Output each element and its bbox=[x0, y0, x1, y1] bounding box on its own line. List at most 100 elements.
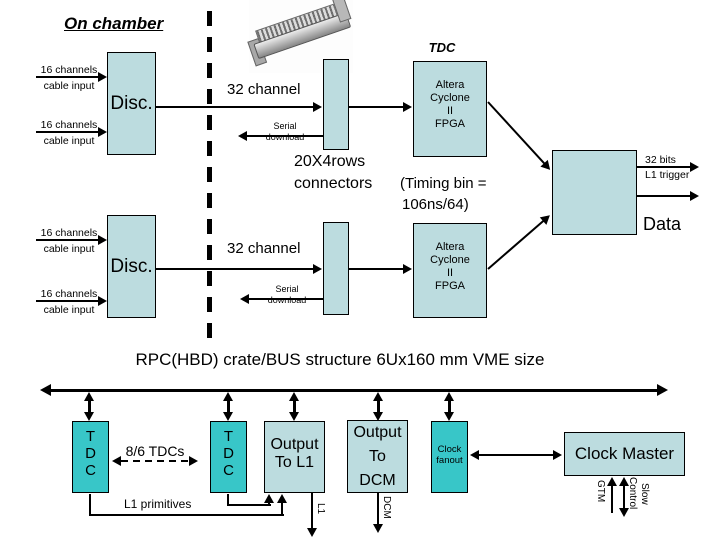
disc-to-connector-arrow-1 bbox=[156, 106, 316, 108]
serial-download-label-2-line2: download bbox=[267, 295, 307, 305]
fpga-2-line3: II bbox=[446, 267, 454, 279]
serial-download-arrow-2 bbox=[248, 298, 323, 300]
cable-input-arrow-2 bbox=[36, 131, 100, 133]
serial-download-arrowhead-2 bbox=[240, 294, 249, 304]
cable-input-arrowhead-4 bbox=[98, 296, 107, 306]
tdc2-primitives-line-v bbox=[227, 494, 229, 506]
cable-input-label-1-line2: cable input bbox=[43, 80, 95, 92]
clock-fanout-box: Clock fanout bbox=[431, 421, 468, 493]
disc-to-connector-arrowhead-2 bbox=[313, 264, 322, 274]
l1-output-line bbox=[311, 493, 313, 529]
serial-download-label-1-line2: download bbox=[265, 132, 305, 142]
data-out-arrow bbox=[637, 195, 691, 197]
bus-drop-output-dcm-down bbox=[373, 412, 383, 421]
fpga-2-line2: Cyclone bbox=[430, 254, 470, 266]
fanout-master-arrowhead-right bbox=[553, 450, 562, 460]
gtm-arrowhead bbox=[607, 477, 617, 486]
dcm-output-arrowhead bbox=[373, 524, 383, 533]
cable-input-label-3-line2: cable input bbox=[43, 243, 95, 255]
tdc-count-dashed-arrow bbox=[121, 460, 189, 462]
discriminator-box-2: Disc. bbox=[107, 215, 156, 318]
bus-drop-tdc2 bbox=[227, 397, 230, 414]
dcm-output-tag: DCM bbox=[381, 496, 392, 519]
dcm-output-line bbox=[377, 493, 379, 525]
bus-drop-output-l1 bbox=[293, 397, 296, 414]
tdc1-primitives-line-h bbox=[89, 514, 284, 516]
cable-input-label-4-line1: 16 channels bbox=[40, 288, 98, 300]
bus-drop-clock-fanout-up bbox=[444, 392, 454, 401]
tdc1-letter-t: T bbox=[85, 428, 96, 445]
on-chamber-title: On chamber bbox=[64, 14, 164, 33]
fanout-master-arrowhead-left bbox=[470, 450, 479, 460]
timing-note-line1: (Timing bin = bbox=[400, 175, 487, 192]
bus-drop-tdc2-down bbox=[223, 412, 233, 421]
tdc-count-label: 8/6 TDCs bbox=[125, 443, 185, 459]
trigger-out-arrowhead bbox=[690, 162, 699, 172]
bus-drop-output-l1-down bbox=[289, 412, 299, 421]
connector-to-fpga-arrowhead-1 bbox=[403, 102, 412, 112]
tdc-count-arrowhead-left bbox=[112, 456, 121, 466]
connector-box-1 bbox=[323, 59, 349, 150]
fpga2-to-merge-arrow bbox=[487, 219, 545, 270]
tdc2-letter-c: C bbox=[223, 462, 234, 479]
output-to-dcm-box: Output To DCM bbox=[347, 420, 408, 493]
l1-output-tag: L1 bbox=[315, 503, 326, 515]
cable-input-label-2-line1: 16 channels bbox=[40, 119, 98, 131]
cable-input-arrow-1 bbox=[36, 76, 100, 78]
clock-master-label: Clock Master bbox=[574, 444, 675, 463]
data-out-label: Data bbox=[643, 214, 682, 234]
output-dcm-line3: DCM bbox=[359, 472, 396, 489]
merge-box bbox=[552, 150, 637, 235]
tdc-card-box-1: T D C bbox=[72, 421, 109, 493]
channel-count-label-1: 32 channel bbox=[227, 81, 301, 98]
fanout-master-arrow bbox=[477, 454, 555, 456]
cable-input-arrowhead-2 bbox=[98, 127, 107, 137]
connector-to-fpga-arrowhead-2 bbox=[403, 264, 412, 274]
connector-to-fpga-arrow-1 bbox=[349, 106, 406, 108]
tdc2-primitives-arrowhead bbox=[264, 494, 274, 503]
trigger-out-label-line1: 32 bits bbox=[645, 154, 676, 166]
tdc1-letter-d: D bbox=[85, 445, 96, 462]
serial-download-arrowhead-1 bbox=[238, 131, 247, 141]
bus-drop-output-dcm-up bbox=[373, 392, 383, 401]
slow-control-arrowhead-up bbox=[619, 477, 629, 486]
tdc2-letter-t: T bbox=[223, 428, 234, 445]
tdc-title: TDC bbox=[428, 40, 456, 55]
discriminator-box-1: Disc. bbox=[107, 52, 156, 155]
clock-fanout-line1: Clock bbox=[437, 444, 462, 455]
bus-drop-output-l1-up bbox=[289, 392, 299, 401]
connector-note-line2: connectors bbox=[294, 175, 373, 192]
serial-download-arrow-1 bbox=[246, 135, 323, 137]
connector-box-2 bbox=[323, 222, 349, 315]
chamber-divider-dashed-line bbox=[207, 11, 212, 348]
fpga-box-1: Altera Cyclone II FPGA bbox=[413, 61, 487, 157]
bus-drop-tdc1-up bbox=[84, 392, 94, 401]
channel-count-label-2: 32 channel bbox=[227, 240, 301, 257]
fpga-1-line3: II bbox=[446, 105, 454, 117]
bus-drop-output-dcm bbox=[377, 397, 380, 414]
discriminator-label-2: Disc. bbox=[110, 256, 153, 277]
cable-input-arrowhead-1 bbox=[98, 72, 107, 82]
fpga-1-line2: Cyclone bbox=[430, 92, 470, 104]
tdc2-primitives-riser bbox=[268, 502, 270, 505]
data-out-arrowhead bbox=[690, 191, 699, 201]
tdc1-primitives-arrowhead bbox=[277, 494, 287, 503]
bus-left-arrowhead bbox=[40, 384, 51, 396]
cable-input-label-2-line2: cable input bbox=[43, 135, 95, 147]
fpga-box-2: Altera Cyclone II FPGA bbox=[413, 223, 487, 318]
l1-output-arrowhead bbox=[307, 528, 317, 537]
discriminator-label-1: Disc. bbox=[110, 93, 153, 114]
bus-drop-tdc1-down bbox=[84, 412, 94, 421]
disc-to-connector-arrowhead-1 bbox=[313, 102, 322, 112]
connector-note-line1: 20X4rows bbox=[294, 153, 366, 170]
output-dcm-line2: To bbox=[369, 448, 386, 465]
gtm-tag: GTM bbox=[595, 480, 606, 503]
vme-bus-line bbox=[48, 389, 660, 392]
disc-to-connector-arrow-2 bbox=[156, 268, 316, 270]
trigger-out-arrow bbox=[637, 166, 691, 168]
output-l1-line2: To L1 bbox=[274, 454, 315, 471]
fpga-2-line4: FPGA bbox=[435, 280, 465, 292]
cable-input-label-3-line1: 16 channels bbox=[40, 227, 98, 239]
cable-input-label-4-line2: cable input bbox=[43, 304, 95, 316]
